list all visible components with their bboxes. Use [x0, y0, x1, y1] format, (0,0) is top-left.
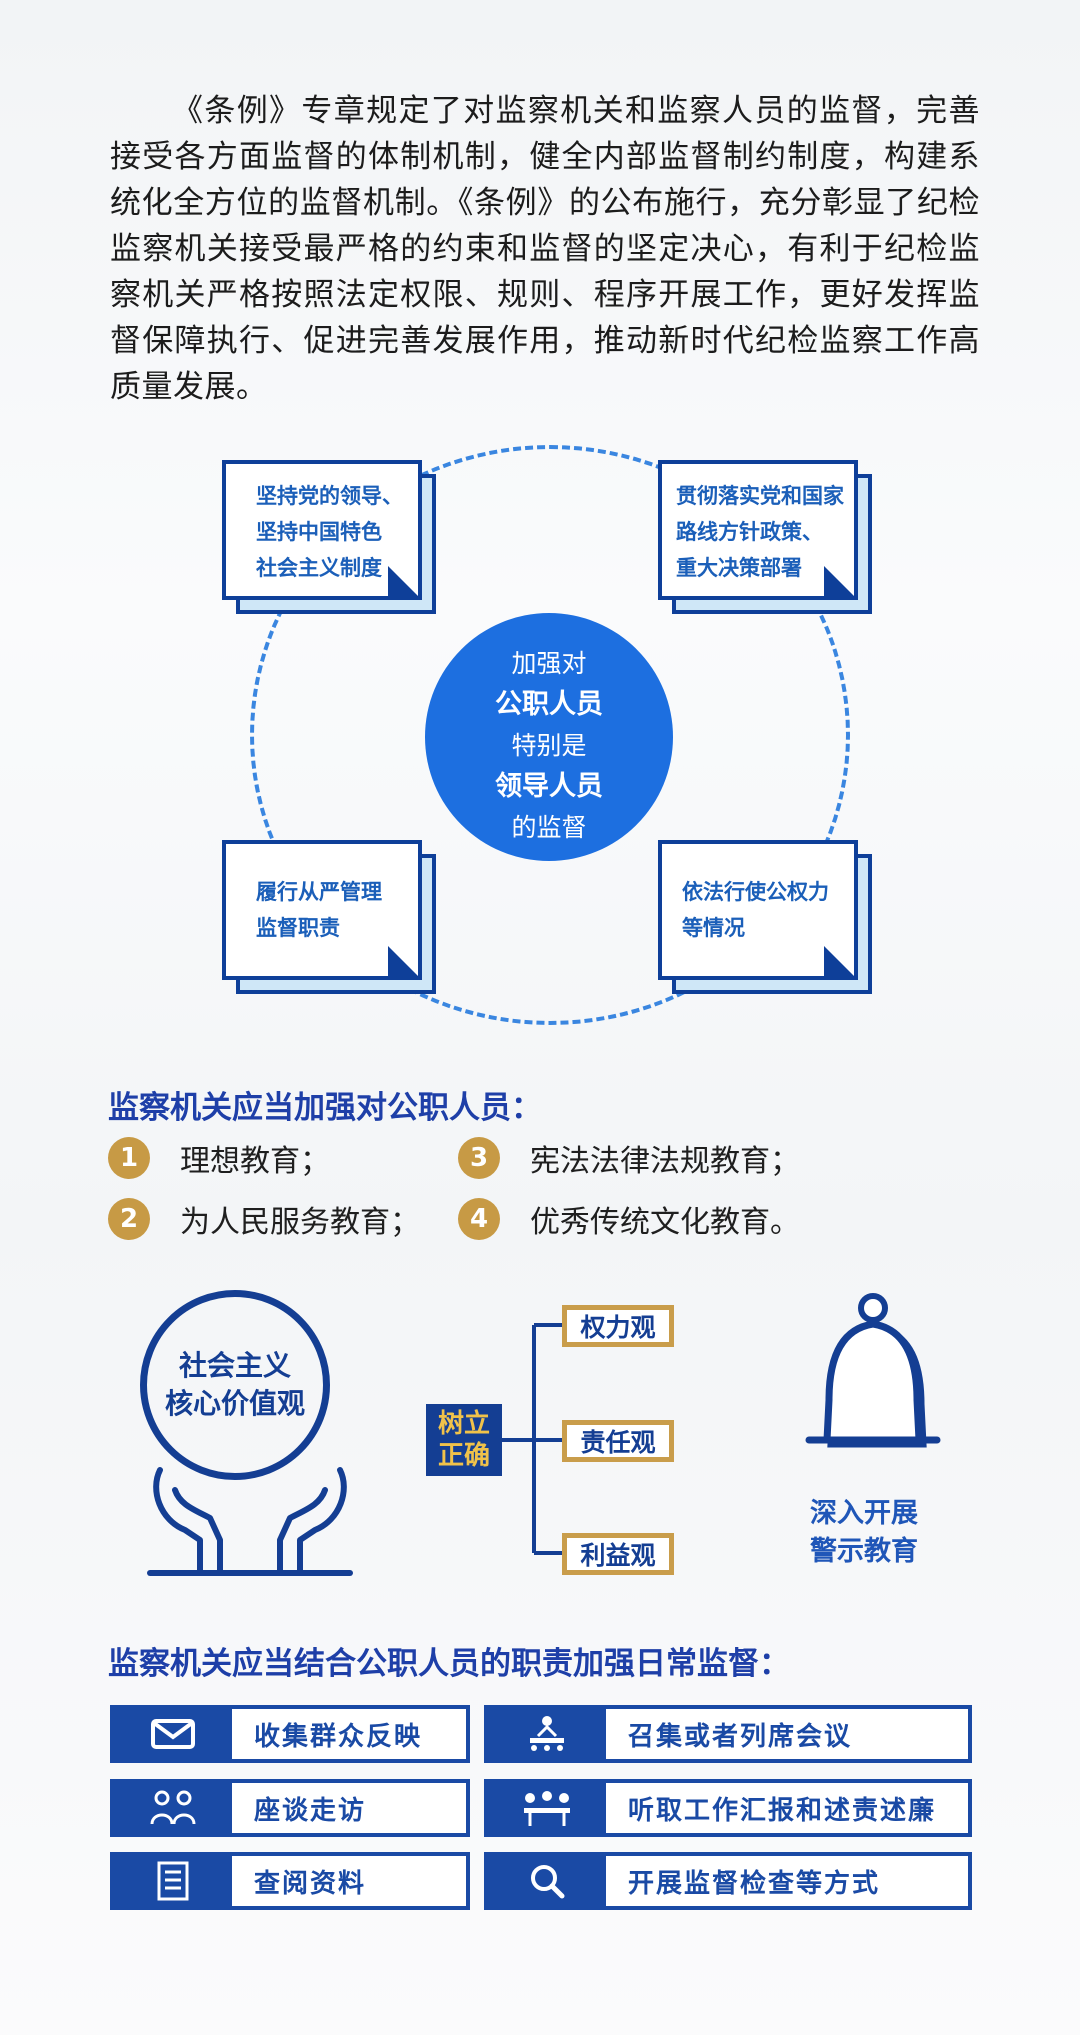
value-interest: 利益观	[562, 1533, 674, 1575]
number-badge: 1	[108, 1137, 150, 1179]
daily-label: 收集群众反映	[254, 1721, 423, 1752]
education-text: 为人民服务教育；	[180, 1205, 420, 1240]
note-line: 坚持中国特色	[256, 520, 382, 544]
bell-line: 深入开展	[810, 1498, 918, 1529]
center-line-bold: 领导人员	[495, 771, 603, 802]
note-line: 监督职责	[256, 916, 340, 940]
note-top-right: 贯彻落实党和国家 路线方针政策、 重大决策部署	[658, 460, 872, 614]
hands-icon	[147, 1467, 353, 1576]
meeting-icon	[488, 1709, 606, 1759]
warning-education-label: 深入开展 警示教育	[810, 1495, 918, 1571]
center-line: 加强对	[511, 649, 587, 678]
note-line: 履行从严管理	[256, 880, 382, 904]
number-badge: 3	[458, 1137, 500, 1179]
note-line: 社会主义制度	[256, 556, 382, 580]
bell-icon	[805, 1293, 941, 1448]
value-responsibility: 责任观	[562, 1420, 674, 1462]
daily-item: 召集或者列席会议	[484, 1705, 972, 1763]
supervision-diagram: 坚持党的领导、 坚持中国特色 社会主义制度 贯彻落实党和国家 路线方针政策、 重…	[200, 425, 900, 1045]
talk-icon	[114, 1783, 232, 1833]
establish-line: 树立	[437, 1409, 490, 1439]
center-circle: 加强对 公职人员 特别是 领导人员 的监督	[425, 613, 673, 861]
education-item: 2 为人民服务教育；	[108, 1197, 420, 1241]
bracket-lines	[502, 1323, 564, 1555]
core-values-circle: 社会主义 核心价值观	[140, 1290, 330, 1480]
daily-heading: 监察机关应当结合公职人员的职责加强日常监督：	[108, 1646, 790, 1682]
daily-label: 查阅资料	[254, 1868, 367, 1899]
establish-line: 正确	[437, 1441, 490, 1471]
daily-item: 查阅资料	[110, 1852, 470, 1910]
education-item: 1 理想教育；	[108, 1136, 330, 1180]
note-line: 等情况	[682, 916, 745, 940]
circle-line: 核心价值观	[164, 1387, 305, 1420]
note-bottom-right: 依法行使公权力 等情况	[658, 840, 872, 994]
note-line: 路线方针政策、	[676, 520, 823, 544]
education-item: 4 优秀传统文化教育。	[458, 1197, 800, 1241]
intro-paragraph: 《条例》专章规定了对监察机关和监察人员的监督，完善接受各方面监督的体制机制，健全…	[110, 93, 980, 405]
education-text: 理想教育；	[180, 1144, 330, 1179]
education-text: 优秀传统文化教育。	[530, 1205, 800, 1240]
establish-box: 树立 正确	[426, 1404, 502, 1476]
document-icon	[114, 1856, 232, 1906]
search-icon	[488, 1856, 606, 1906]
number-badge: 4	[458, 1198, 500, 1240]
education-text: 宪法法律法规教育；	[530, 1144, 800, 1179]
dashed-ring	[250, 445, 850, 1025]
note-bottom-left: 履行从严管理 监督职责	[222, 840, 436, 994]
note-top-left: 坚持党的领导、 坚持中国特色 社会主义制度	[222, 460, 436, 614]
center-line: 特别是	[511, 731, 587, 760]
daily-label: 开展监督检查等方式	[628, 1868, 881, 1899]
value-power: 权力观	[562, 1305, 674, 1347]
values-section: 社会主义 核心价值观 树立 正确 权力观 责任观 利益观 深入开展	[130, 1280, 970, 1580]
circle-line: 社会主义	[178, 1349, 291, 1382]
bell-line: 警示教育	[810, 1536, 918, 1567]
note-line: 贯彻落实党和国家	[676, 484, 844, 508]
center-line-bold: 公职人员	[495, 689, 603, 720]
daily-item: 开展监督检查等方式	[484, 1852, 972, 1910]
envelope-icon	[114, 1709, 232, 1759]
education-heading: 监察机关应当加强对公职人员：	[108, 1090, 542, 1126]
daily-label: 召集或者列席会议	[628, 1721, 853, 1752]
education-item: 3 宪法法律法规教育；	[458, 1136, 800, 1180]
center-line: 的监督	[511, 813, 587, 842]
daily-item: 座谈走访	[110, 1779, 470, 1837]
report-icon	[488, 1783, 606, 1833]
number-badge: 2	[108, 1198, 150, 1240]
daily-item: 听取工作汇报和述责述廉	[484, 1779, 972, 1837]
daily-item: 收集群众反映	[110, 1705, 470, 1763]
note-line: 重大决策部署	[676, 556, 802, 580]
note-line: 依法行使公权力	[682, 880, 829, 904]
daily-label: 座谈走访	[254, 1795, 367, 1826]
daily-label: 听取工作汇报和述责述廉	[628, 1795, 937, 1826]
note-line: 坚持党的领导、	[256, 484, 403, 508]
